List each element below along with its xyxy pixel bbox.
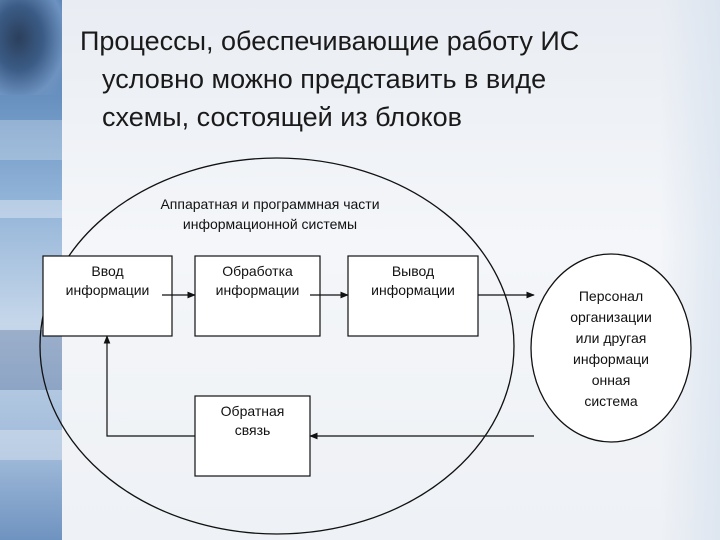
slide-title: Процессы, обеспечивающие работу ИС услов… <box>80 22 700 136</box>
strip-band <box>0 430 62 460</box>
personnel-line-6: система <box>584 393 638 409</box>
input-block-line-1: Ввод <box>91 263 124 279</box>
arrow-feedback-to-input <box>103 335 195 437</box>
title-line-1: Процессы, обеспечивающие работу ИС <box>80 26 580 56</box>
personnel-line-3: или другая <box>575 330 647 346</box>
processing-block-line-1: Обработка <box>222 263 293 279</box>
system-ellipse-label: Аппаратная и программная части информаци… <box>100 194 440 234</box>
feedback-block-line-2: связь <box>234 422 271 438</box>
feedback-block: Обратная связь <box>195 402 310 440</box>
strip-band <box>0 200 62 218</box>
output-block-line-2: информации <box>371 282 455 298</box>
right-decorative-fade <box>660 0 720 540</box>
system-label-line-1: Аппаратная и программная части <box>160 196 380 212</box>
personnel-ellipse <box>530 253 692 443</box>
personnel-line-2: организации <box>570 309 652 325</box>
feedback-block-line-1: Обратная <box>220 403 285 419</box>
processing-block: Обработка информации <box>195 262 320 300</box>
personnel-line-5: онная <box>591 372 631 388</box>
processing-block-line-2: информации <box>215 282 300 298</box>
personnel-line-1: Персонал <box>578 288 644 304</box>
processing-block-rect <box>194 255 321 337</box>
title-line-3: схемы, состоящей из блоков <box>102 102 462 132</box>
title-line-2: условно можно представить в виде <box>102 64 547 94</box>
output-block-line-1: Вывод <box>391 263 435 279</box>
system-ellipse <box>39 157 515 535</box>
strip-band <box>0 120 62 160</box>
input-block-line-2: информации <box>65 282 150 298</box>
system-label-line-2: информационной системы <box>182 216 358 232</box>
input-block-rect <box>42 255 173 337</box>
personnel-line-4: информаци <box>573 351 649 367</box>
output-block: Вывод информации <box>348 262 478 300</box>
personnel-block: Персонал организации или другая информац… <box>545 286 677 412</box>
input-block: Ввод информации <box>43 262 172 300</box>
strip-band <box>0 330 62 390</box>
corner-photo <box>0 0 62 95</box>
